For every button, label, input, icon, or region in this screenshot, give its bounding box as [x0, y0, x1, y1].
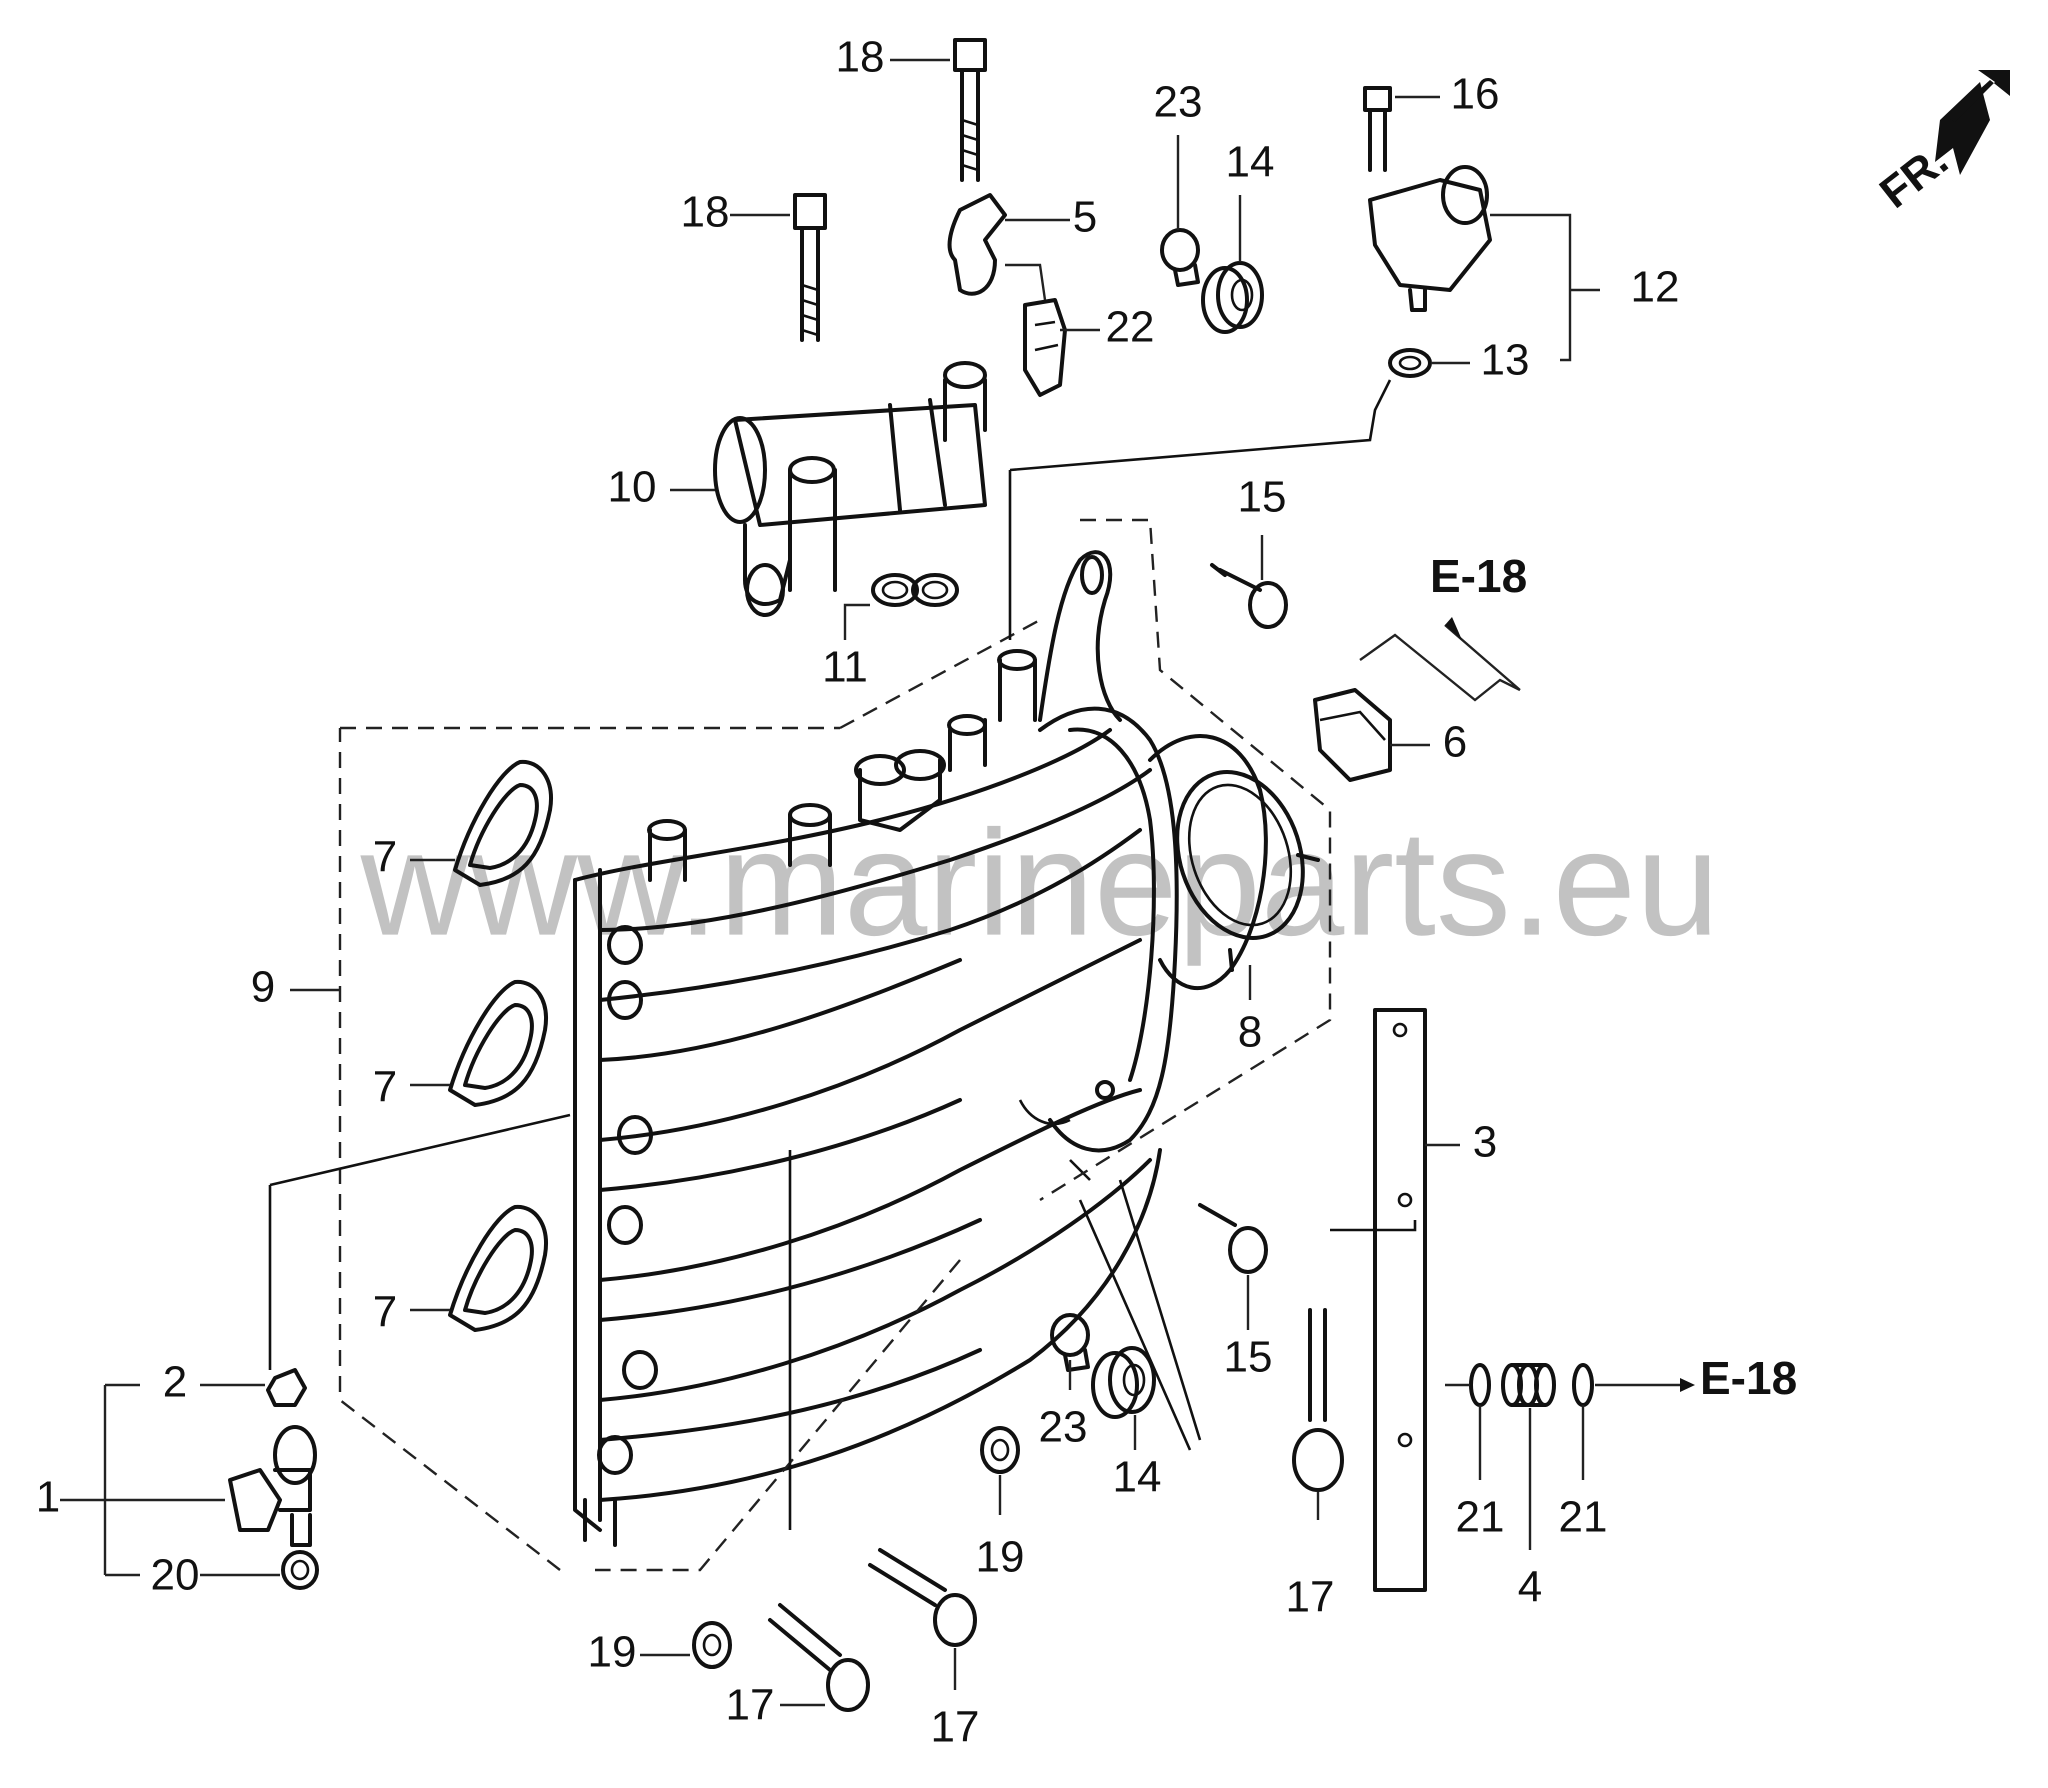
bolt-17-rail: [1292, 1308, 1344, 1492]
seal-21-right: [1572, 1363, 1594, 1407]
callout-5: 5: [1073, 193, 1097, 242]
callout-18-upper: 18: [836, 33, 885, 82]
hose-clamp: [1313, 688, 1392, 782]
callout-7-top: 7: [373, 833, 397, 882]
callout-14-lower: 14: [1113, 1453, 1162, 1502]
callout-15-upper: 15: [1238, 473, 1287, 522]
watermark-text: www.marineparts.eu: [360, 799, 1720, 967]
joint-pipe: [1501, 1363, 1556, 1407]
callout-3: 3: [1473, 1118, 1497, 1167]
temperature-sensor: [228, 1425, 317, 1547]
seal-21-left: [1469, 1363, 1491, 1407]
leader-lines: [60, 58, 1695, 1707]
callout-1: 1: [36, 1473, 60, 1522]
callout-9: 9: [251, 963, 275, 1012]
callout-17-right: 17: [931, 1703, 980, 1752]
front-direction-indicator: FR.: [1871, 70, 2010, 218]
reference-e18-bottom: E-18: [1700, 1352, 1797, 1404]
callout-18-lower: 18: [681, 188, 730, 237]
callout-21-left: 21: [1456, 1493, 1505, 1542]
o-ring-pair: [871, 573, 959, 607]
callout-11: 11: [822, 643, 868, 692]
callout-23-lower: 23: [1039, 1403, 1088, 1452]
intake-gasket-bottom: [448, 1204, 548, 1332]
sensor-bolt: [1363, 86, 1392, 172]
callout-7-bottom: 7: [373, 1288, 397, 1337]
washer-20: [281, 1550, 319, 1590]
sensor-o-ring: [1388, 348, 1432, 378]
intake-gasket-top: [453, 759, 553, 887]
callout-13: 13: [1481, 336, 1530, 385]
callout-19-center: 19: [976, 1533, 1025, 1582]
callout-17-left: 17: [726, 1681, 775, 1730]
nut-19-center: [980, 1426, 1020, 1474]
bolt-15-upper: [1210, 563, 1288, 629]
bolt-18-lower: [793, 193, 827, 342]
cap-23-lower: [1050, 1313, 1090, 1372]
connector-clip: [1023, 298, 1067, 397]
callout-15-lower: 15: [1224, 1333, 1273, 1382]
bolt-15-lower: [1198, 1203, 1268, 1274]
gasket-kit-boundary: [338, 518, 1332, 1572]
callout-20: 20: [151, 1551, 200, 1600]
callout-22: 22: [1106, 303, 1155, 352]
bolt-18-upper: [953, 38, 987, 182]
callout-12: 12: [1631, 263, 1680, 312]
cap-23-upper: [1160, 228, 1200, 287]
callout-14-upper: 14: [1226, 138, 1275, 187]
reference-e18-top: E-18: [1430, 550, 1527, 602]
callout-7-middle: 7: [373, 1063, 397, 1112]
intake-gasket-middle: [448, 979, 548, 1107]
bolt-17-right: [868, 1548, 977, 1647]
nut-19-lower: [692, 1621, 732, 1669]
callout-16: 16: [1451, 70, 1500, 119]
callout-4: 4: [1518, 1563, 1542, 1612]
callout-23-upper: 23: [1154, 78, 1203, 127]
bolt-17-left: [768, 1603, 870, 1712]
rail-bracket-plate: [1373, 1008, 1427, 1592]
grommet-14-lower: [1091, 1346, 1156, 1419]
callout-19-lower: 19: [588, 1628, 637, 1677]
callout-6: 6: [1443, 718, 1467, 767]
callout-17-extra: 17: [954, 1769, 956, 1771]
callout-10: 10: [608, 463, 657, 512]
callout-8: 8: [1238, 1008, 1262, 1057]
callout-21-right: 21: [1559, 1493, 1608, 1542]
callout-17-rail: 17: [1286, 1573, 1335, 1622]
grommet-14-upper: [1201, 261, 1264, 334]
intake-manifold: [573, 550, 1268, 1547]
stay-bracket: [947, 193, 1007, 296]
map-sensor: [1368, 165, 1492, 312]
callout-2: 2: [163, 1358, 187, 1407]
nut-2: [266, 1368, 307, 1407]
callout-labels: 18 18 5 22 23 14 16 12 13 10 11 15 6 8 9…: [36, 33, 1680, 1752]
throttle-body-gasket: [1175, 770, 1320, 972]
iac-solenoid-valve: [713, 361, 987, 617]
